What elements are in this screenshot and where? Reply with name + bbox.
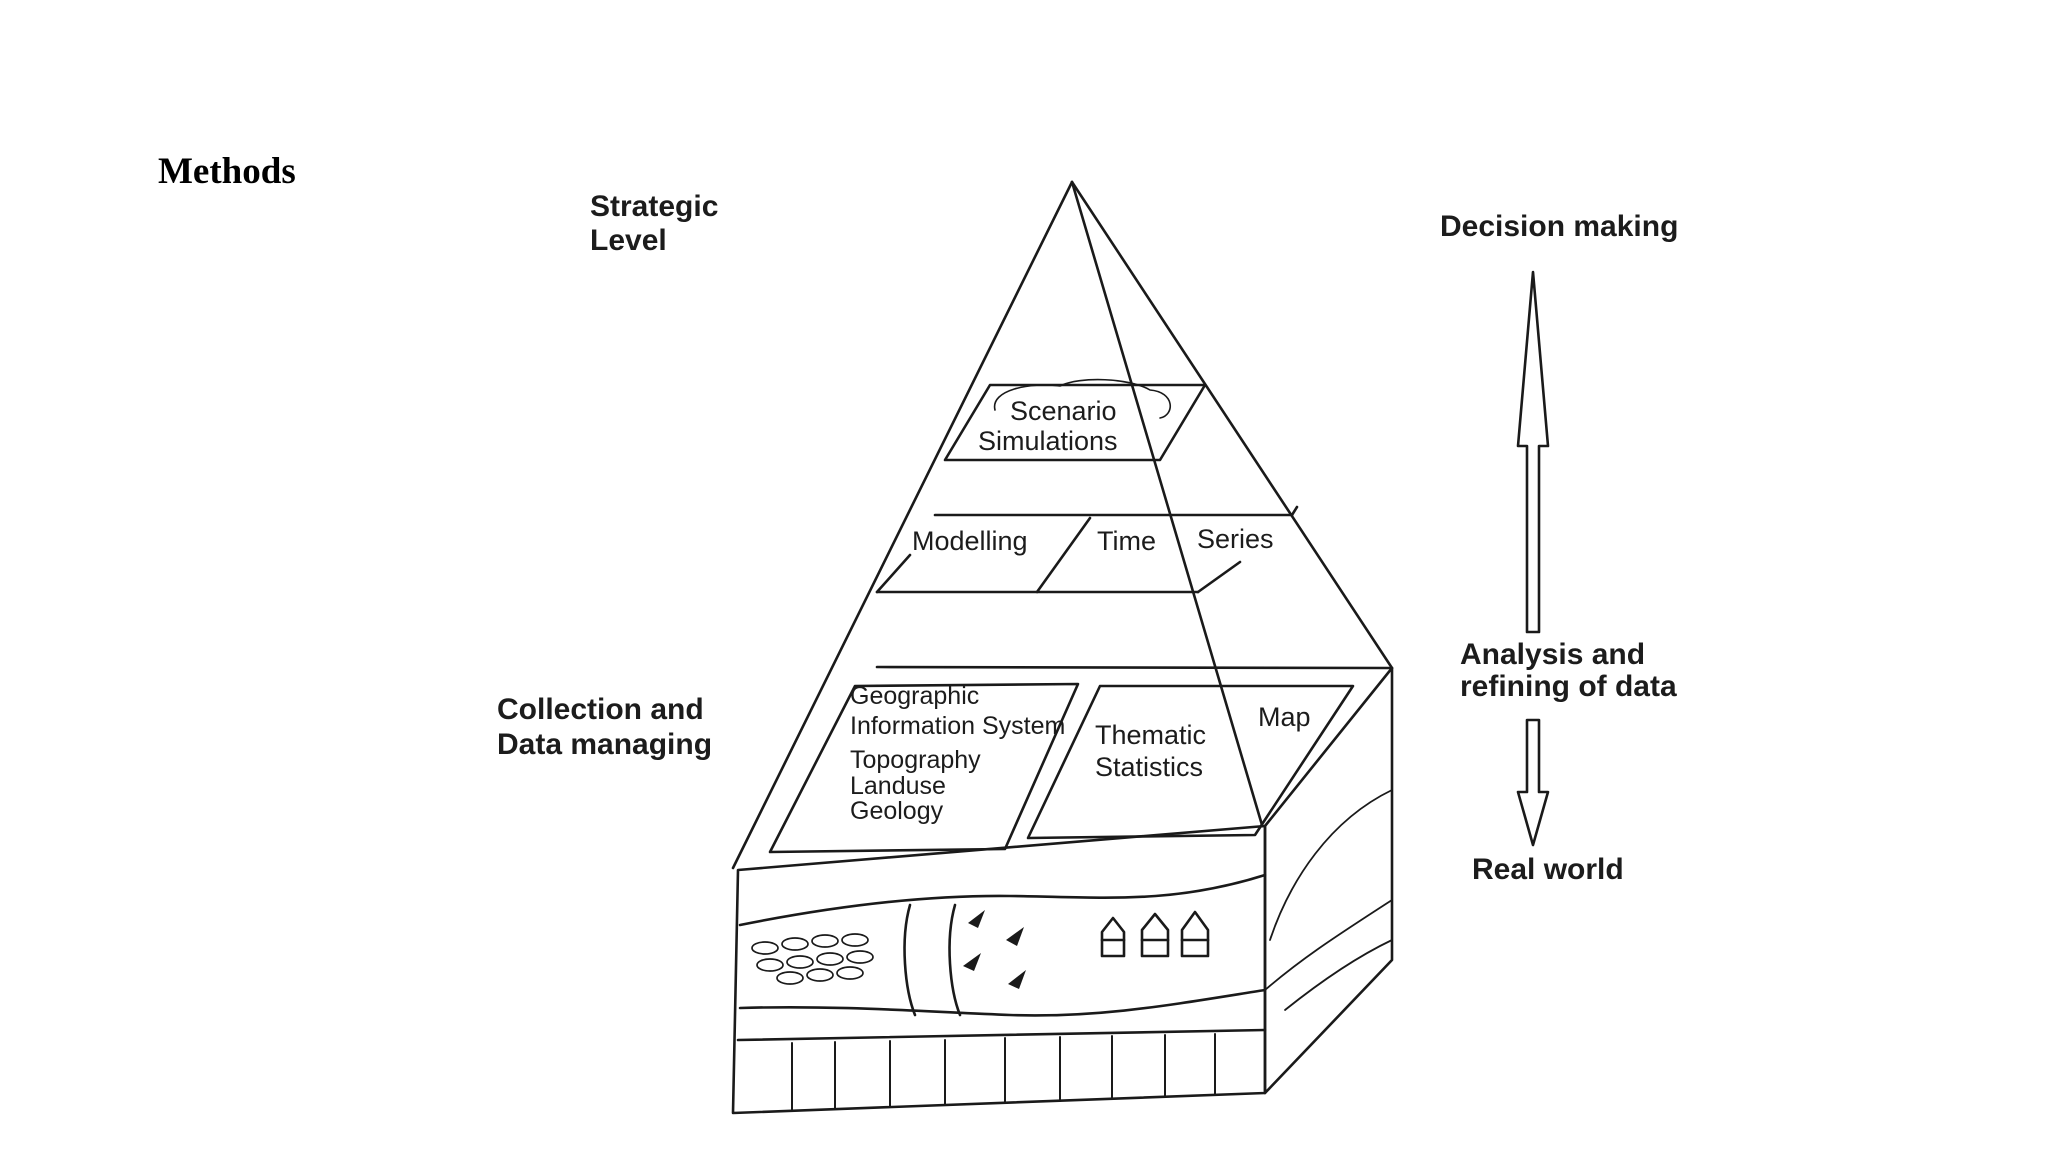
strategic-level-line2: Level — [590, 224, 667, 257]
pyramid-edge-front — [1070, 180, 1264, 827]
gis-line5: Geology — [850, 797, 944, 825]
diagram-frame — [450, 178, 1790, 1136]
thematic-line1: Thematic — [1095, 720, 1207, 750]
pyramid-edge-right — [1070, 180, 1394, 670]
thematic-line2: Statistics — [1095, 752, 1204, 782]
flow-middle-line2: refining of data — [1460, 670, 1677, 703]
flow-middle-line1: Analysis and — [1460, 638, 1646, 671]
thematic-panel — [1026, 684, 1355, 840]
gis-line1: Geographic — [850, 682, 980, 710]
slide-title: Methods — [158, 151, 296, 192]
gis-line2: Information System — [850, 712, 1066, 740]
collection-level-line1: Collection and — [497, 693, 704, 726]
collection-level-line2: Data managing — [497, 728, 713, 761]
time-label: Time — [1097, 526, 1156, 556]
modelling-label: Modelling — [912, 526, 1028, 556]
up-arrow — [1516, 270, 1550, 634]
scenario-box — [943, 383, 1207, 462]
gis-line3: Topography — [850, 746, 981, 774]
gis-line4: Landuse — [850, 772, 946, 800]
scenario-line1: Scenario — [1010, 396, 1117, 426]
pyramid-edge-left — [731, 180, 1074, 870]
series-label: Series — [1197, 524, 1274, 554]
flow-bottom-label: Real world — [1472, 853, 1624, 886]
down-arrow — [1516, 718, 1550, 847]
flow-top-label: Decision making — [1440, 210, 1679, 243]
base-side — [1263, 666, 1394, 1095]
map-label: Map — [1258, 702, 1311, 732]
scenario-line2: Simulations — [978, 426, 1118, 456]
strategic-level-line1: Strategic — [590, 190, 719, 223]
